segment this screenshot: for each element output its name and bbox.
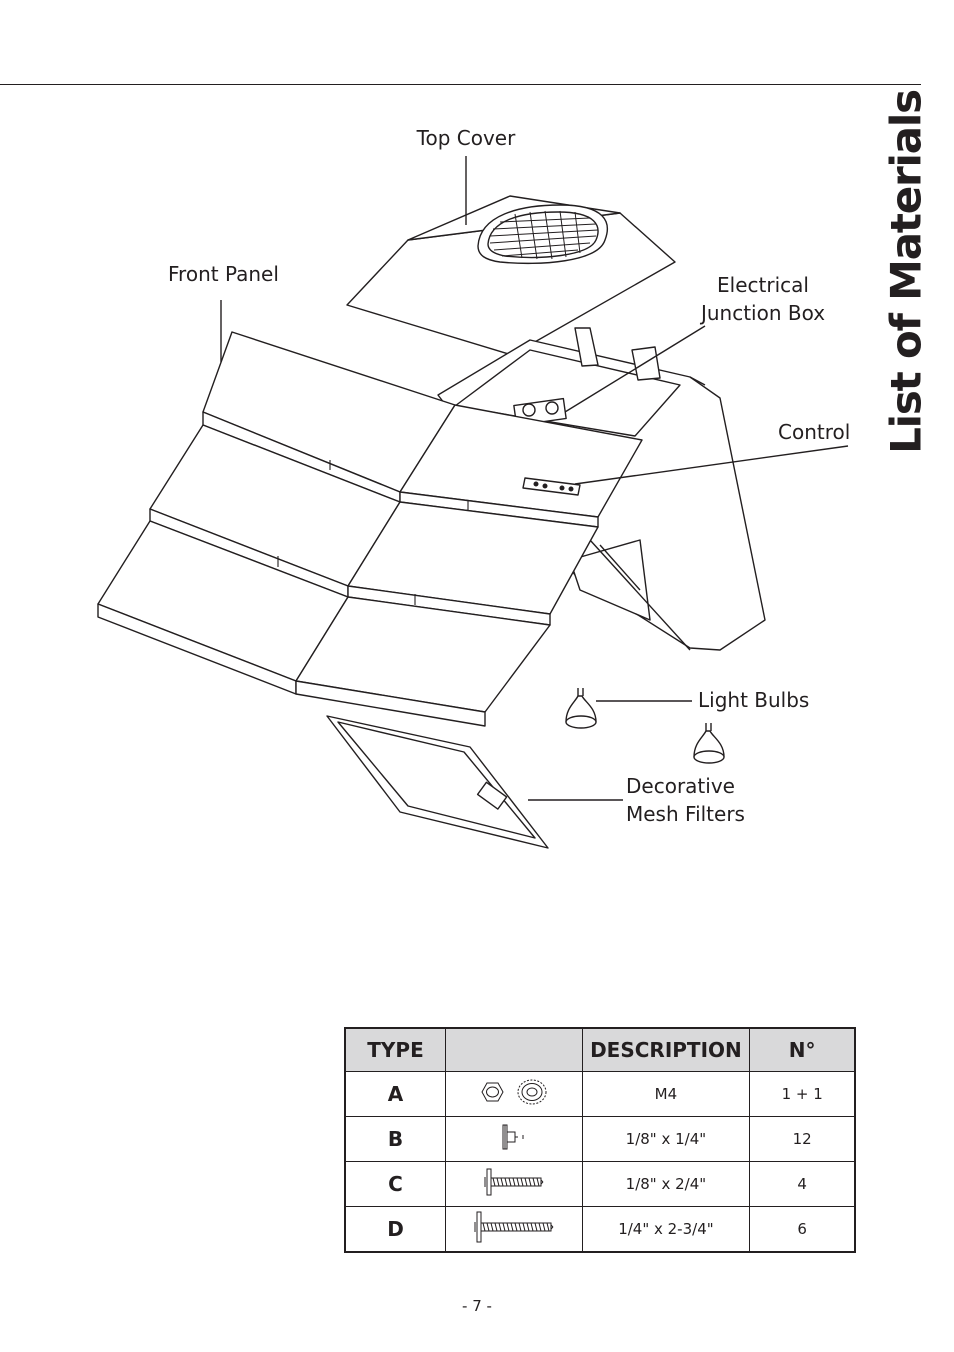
label-electrical-line2: Junction Box bbox=[700, 301, 826, 325]
row-type: C bbox=[344, 1161, 447, 1207]
row-image bbox=[445, 1206, 583, 1253]
page-number: - 7 - bbox=[462, 1297, 492, 1315]
table-row: B 1/8" x 1/4" 12 bbox=[344, 1116, 856, 1162]
nut-and-lock-washer-icon bbox=[481, 1079, 547, 1105]
label-electrical-junction-box: Electrical Junction Box bbox=[688, 271, 838, 327]
row-quantity: 12 bbox=[749, 1116, 856, 1162]
label-decorative-mesh-filters: Decorative Mesh Filters bbox=[626, 772, 745, 828]
light-bulb-part bbox=[565, 688, 725, 764]
label-mesh-line1: Decorative bbox=[626, 774, 735, 798]
mesh-filter-part bbox=[326, 715, 623, 849]
row-description: 1/8" x 1/4" bbox=[581, 1116, 751, 1162]
label-electrical-line1: Electrical bbox=[717, 273, 809, 297]
materials-table: TYPE DESCRIPTION N° A M4 1 + 1 B bbox=[344, 1027, 856, 1253]
label-control: Control bbox=[778, 420, 851, 444]
header-rule bbox=[0, 84, 921, 85]
row-image bbox=[445, 1071, 583, 1117]
top-cover-part bbox=[346, 156, 676, 356]
table-row: D 1/4" x 2-3/4" 6 bbox=[344, 1206, 856, 1253]
header-image bbox=[445, 1027, 583, 1072]
front-panel-part bbox=[97, 300, 643, 727]
row-quantity: 6 bbox=[749, 1206, 856, 1253]
row-description: 1/8" x 2/4" bbox=[581, 1161, 751, 1207]
short-screw-icon bbox=[502, 1124, 524, 1150]
header-quantity: N° bbox=[749, 1027, 856, 1072]
row-image bbox=[445, 1161, 583, 1207]
table-row: A M4 1 + 1 bbox=[344, 1071, 856, 1117]
medium-screw-icon bbox=[484, 1168, 544, 1196]
long-screw-icon bbox=[474, 1211, 554, 1243]
row-type: B bbox=[344, 1116, 447, 1162]
header-type: TYPE bbox=[344, 1027, 447, 1072]
row-quantity: 4 bbox=[749, 1161, 856, 1207]
table-header-row: TYPE DESCRIPTION N° bbox=[344, 1027, 856, 1072]
row-description: M4 bbox=[581, 1071, 751, 1117]
header-description: DESCRIPTION bbox=[581, 1027, 751, 1072]
label-front-panel: Front Panel bbox=[168, 262, 279, 286]
label-light-bulbs: Light Bulbs bbox=[698, 688, 810, 712]
row-quantity: 1 + 1 bbox=[749, 1071, 856, 1117]
row-type: A bbox=[344, 1071, 447, 1117]
control-panel-part bbox=[522, 445, 849, 496]
row-description: 1/4" x 2-3/4" bbox=[581, 1206, 751, 1253]
label-top-cover: Top Cover bbox=[416, 126, 516, 150]
table-row: C 1/8" x 2/4" 4 bbox=[344, 1161, 856, 1207]
row-image bbox=[445, 1116, 583, 1162]
row-type: D bbox=[344, 1206, 447, 1253]
label-mesh-line2: Mesh Filters bbox=[626, 802, 745, 826]
